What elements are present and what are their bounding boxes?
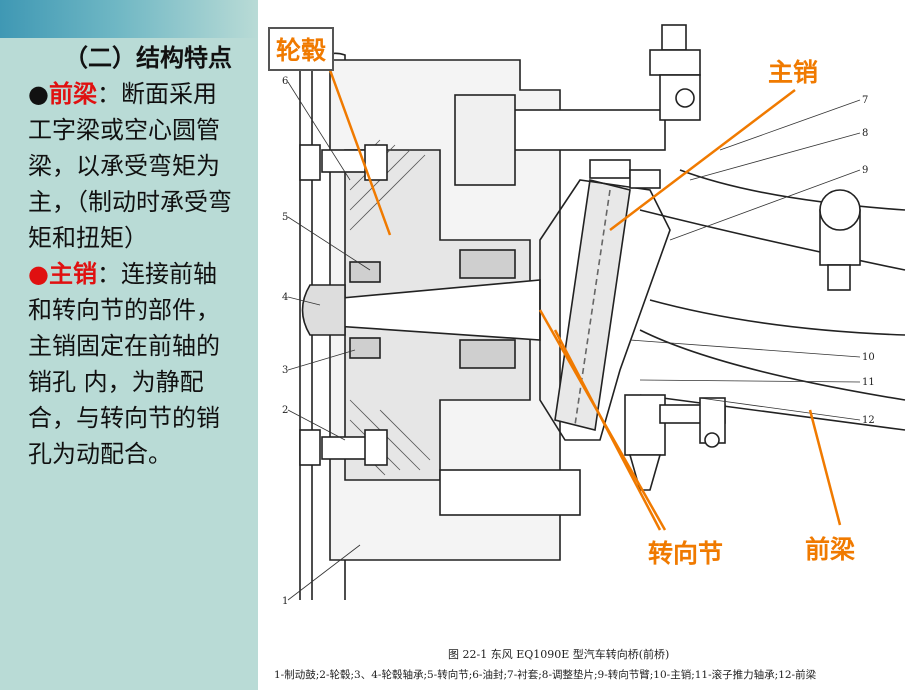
sidebar-top-band (0, 0, 258, 38)
leader-lines (287, 81, 861, 601)
front-beam-text: 断面采用工字梁或空心圆管梁，以承受弯矩为主，（制动时承受弯矩和扭矩） (28, 80, 232, 252)
callout-knuckle: 转向节 (648, 539, 724, 568)
callout-beam: 前梁 (805, 535, 856, 564)
inner-bearing-lower (459, 339, 516, 369)
brake-camshaft (504, 109, 666, 151)
inner-bearing (459, 249, 516, 279)
part-number-6: 6 (282, 76, 288, 87)
kingpin-colon: ： (96, 260, 121, 288)
figure-area: 6 5 4 3 2 1 7 8 9 10 11 12 (258, 0, 920, 690)
part-number-8: 8 (862, 128, 868, 139)
tie-rod-ball (819, 189, 861, 291)
brake-camshaft-lower (439, 469, 581, 516)
figure-caption-title: 图 22-1 东风 EQ1090E 型汽车转向桥(前桥) (448, 648, 670, 661)
part-number-11: 11 (862, 377, 875, 388)
steering-arm-lower (624, 394, 726, 491)
king-pin (554, 179, 631, 431)
bullet: ● (28, 80, 49, 108)
part-number-3: 3 (282, 365, 288, 376)
part-number-10: 10 (862, 352, 875, 363)
kingpin-paragraph: ●主销：连接前轴和转向节的部件，主销固定在前轴的销孔 内，为静配合，与转向节的销… (28, 256, 240, 472)
front-beam-term: 前梁 (48, 80, 97, 108)
callout-hub: 轮毂 (268, 27, 335, 71)
bullet: ● (28, 260, 49, 288)
front-beam-paragraph: ●前梁：断面采用工字梁或空心圆管梁，以承受弯矩为主，（制动时承受弯矩和扭矩） (28, 76, 240, 256)
brake-shoe-upper (454, 94, 516, 186)
part-number-4: 4 (282, 292, 288, 303)
steering-arm-top (649, 24, 701, 121)
section-title: （二）结构特点 (64, 44, 232, 72)
hub-cap (301, 284, 346, 336)
steering-knuckle (539, 179, 671, 441)
figure-caption-legend: 1-制动鼓;2-轮毂;3、4-轮毂轴承;5-转向节;6-油封;7-衬套;8-调整… (274, 669, 817, 681)
part-number-9: 9 (862, 165, 868, 176)
kingpin-term: 主销 (48, 260, 97, 288)
part-number-2: 2 (282, 405, 288, 416)
sidebar-panel (0, 0, 258, 690)
text-block: （二）结构特点 ●前梁：断面采用工字梁或空心圆管梁，以承受弯矩为主，（制动时承受… (28, 40, 240, 472)
knuckle-bolt-top (589, 159, 631, 179)
callout-lines (328, 69, 842, 531)
part-number-12: 12 (862, 415, 875, 426)
steering-axle-diagram: 6 5 4 3 2 1 7 8 9 10 11 12 (282, 24, 906, 607)
front-beam (639, 209, 906, 431)
front-beam-upper (679, 169, 906, 211)
knuckle-bolt-top-2 (629, 169, 661, 189)
front-beam-colon: ： (96, 80, 121, 108)
hub-bolts (299, 144, 388, 466)
outer-bearing-lower (349, 337, 381, 359)
part-number-5: 5 (282, 212, 288, 223)
part-number-1: 1 (282, 596, 288, 607)
kingpin-text: 连接前轴和转向节的部件，主销固定在前轴的销孔 内，为静配合，与转向节的销孔为动配… (28, 260, 220, 468)
part-number-7: 7 (862, 95, 868, 106)
outer-bearing (349, 261, 381, 283)
callout-kingpin: 主销 (768, 58, 819, 87)
